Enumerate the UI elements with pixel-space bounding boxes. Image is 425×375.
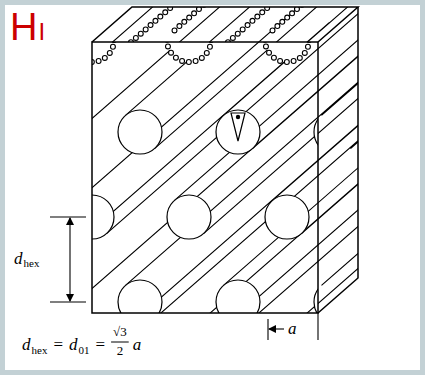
fraction-denominator: 2 [117,344,124,357]
dimension-dhex [50,217,86,302]
formula-symbol: d [69,336,78,353]
formula-symbol: d [22,336,31,353]
phase-symbol: H [10,8,37,46]
molecule-wedge [231,113,245,141]
cylinder-tubes [29,0,425,375]
fraction-layer [111,342,129,343]
formula-operator: = [95,336,105,353]
formula-symbol: a [133,336,142,353]
bead-rings [92,42,309,62]
formula-subscript: 01 [78,345,89,356]
cylinder-sections [92,110,318,313]
dimension-subscript: hex [24,258,40,269]
box-outline [92,7,358,313]
phase-subscript: I [38,20,45,44]
formula-operator: = [53,336,63,353]
dimension-a [268,313,318,340]
fraction-bar [111,342,129,343]
dimension-label: a [288,320,297,337]
fraction-numerator: √3 [113,325,127,338]
formula-subscript: hex [32,345,48,356]
dimension-symbol: d [14,250,23,267]
surfactant-beads [78,0,425,64]
